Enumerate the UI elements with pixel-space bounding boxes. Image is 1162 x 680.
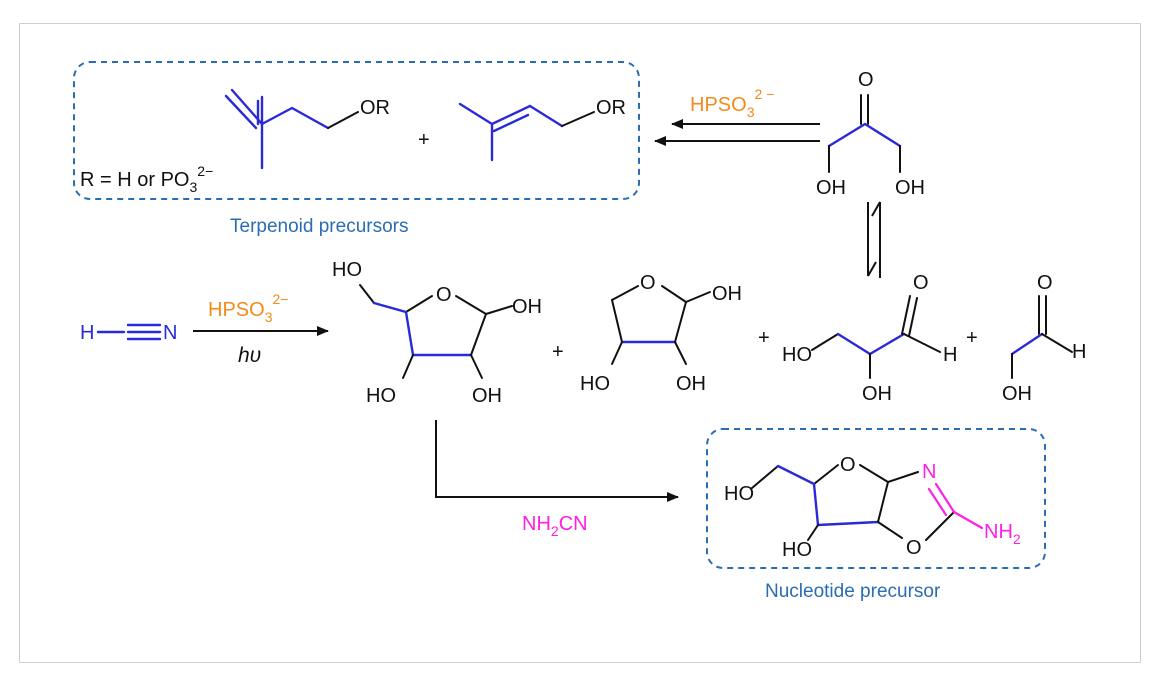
- svg-text:N: N: [922, 461, 936, 483]
- isopentenyl-structure: OR: [224, 88, 390, 170]
- svg-text:OH: OH: [676, 373, 706, 395]
- arrow-bottom: [435, 420, 679, 502]
- svg-text:H: H: [943, 344, 957, 366]
- nucleotide-box-label: Nucleotide precursor: [765, 581, 941, 602]
- r-definition: R = H or PO32−: [80, 163, 213, 195]
- glycolaldehyde-structure: O H OH: [1002, 272, 1086, 405]
- or-label-right: OR: [596, 97, 626, 119]
- svg-text:OH: OH: [1002, 383, 1032, 405]
- svg-text:O: O: [858, 69, 874, 91]
- svg-text:H: H: [80, 322, 94, 344]
- dihydroxyacetone-structure: O OH OH: [816, 69, 925, 199]
- svg-text:O: O: [913, 272, 929, 294]
- plus-sugar-3: +: [966, 327, 978, 349]
- svg-text:HO: HO: [366, 385, 396, 407]
- svg-text:O: O: [640, 272, 656, 294]
- svg-text:O: O: [1037, 272, 1053, 294]
- or-label-left: OR: [360, 97, 390, 119]
- reagent-top: HPSO32 −: [690, 86, 774, 120]
- glyceraldehyde-structure: HO O H OH: [782, 272, 957, 405]
- svg-text:O: O: [436, 284, 452, 306]
- svg-text:OH: OH: [512, 296, 542, 318]
- svg-text:HO: HO: [580, 373, 610, 395]
- svg-text:N: N: [163, 322, 177, 344]
- dimethylallyl-structure: OR: [458, 97, 626, 162]
- reagent-bottom: NH2CN: [522, 513, 588, 539]
- plus-terpenoid: +: [418, 129, 430, 151]
- svg-text:OH: OH: [862, 383, 892, 405]
- figure-frame: [19, 23, 1141, 663]
- threose-structure: O OH HO OH: [580, 272, 742, 395]
- aminooxazoline-structure: HO O HO N O NH2: [724, 454, 1021, 561]
- svg-text:HO: HO: [782, 344, 812, 366]
- plus-sugar-2: +: [758, 327, 770, 349]
- nucleotide-box: [706, 428, 1046, 569]
- ribose-structure: HO O OH HO OH: [332, 259, 542, 407]
- svg-text:R = H or PO32−: R = H or PO32−: [80, 163, 213, 195]
- svg-text:H: H: [1072, 341, 1086, 363]
- terpenoid-box-label: Terpenoid precursors: [230, 216, 408, 237]
- svg-text:NH2: NH2: [984, 521, 1021, 547]
- plus-sugar-1: +: [552, 341, 564, 363]
- svg-text:OH: OH: [472, 385, 502, 407]
- svg-text:HO: HO: [724, 483, 754, 505]
- svg-text:O: O: [840, 454, 856, 476]
- svg-text:O: O: [906, 537, 922, 559]
- svg-text:HO: HO: [782, 539, 812, 561]
- hv-label: hυ: [238, 344, 261, 367]
- svg-text:OH: OH: [816, 177, 846, 199]
- svg-text:OH: OH: [712, 283, 742, 305]
- terpenoid-box: [73, 61, 640, 200]
- svg-text:OH: OH: [895, 177, 925, 199]
- reagent-mid: HPSO32−: [208, 291, 288, 325]
- hcn-structure: H N: [80, 322, 177, 344]
- svg-text:HO: HO: [332, 259, 362, 281]
